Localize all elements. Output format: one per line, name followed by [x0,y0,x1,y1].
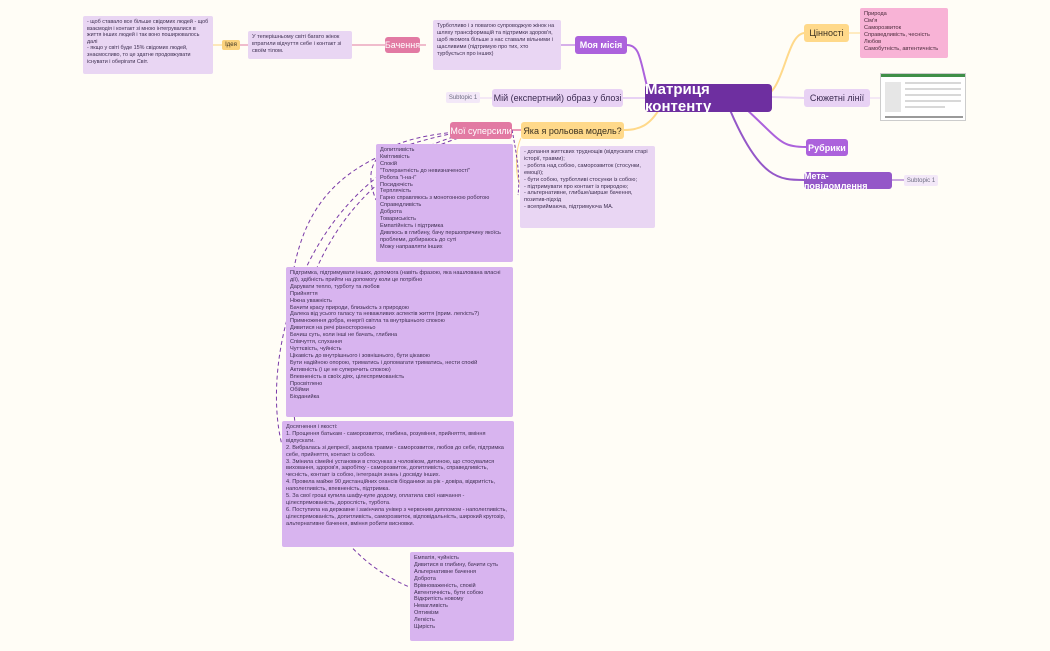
branch-rubrics[interactable]: Рубрики [806,139,848,156]
qualities-note-3[interactable]: Емпатія, чуйність Дивитися в глибину, ба… [410,552,514,641]
idea-note[interactable]: - щоб ставало все більше свідомих людей … [83,16,213,74]
branch-superpowers[interactable]: Мої суперсили [450,122,512,139]
achievements-note[interactable]: Досягнення і якості: 1. Прощення батькам… [282,421,514,547]
story-lines-thumbnail[interactable] [880,73,966,121]
branch-vision[interactable]: Бачення [385,37,420,53]
qualities-note-2[interactable]: Підтримка, підтримувати інших, допомога … [286,267,513,417]
vision-note[interactable]: У теперішньому світі багато жінок втрати… [248,31,352,59]
image-subtopic[interactable]: Subtopic 1 [446,92,480,103]
branch-story-lines[interactable]: Сюжетні лінії [804,89,870,107]
branch-role-model[interactable]: Яка я рольова модель? [521,122,624,139]
central-topic[interactable]: Матриця контенту [645,81,772,115]
role-model-note[interactable]: - долання життєвих труднощів (відпускати… [520,146,655,228]
qualities-note-1[interactable]: Допитливість Кмітливість Спокій "Толеран… [376,144,513,262]
branch-cinnosti[interactable]: Цінності [804,24,849,42]
branch-expert-image[interactable]: Мій (експертний) образ у блозі [492,89,623,107]
idea-label[interactable]: Ідея [222,40,240,50]
branch-meta[interactable]: Мета-повідомлення [804,171,892,191]
mission-note[interactable]: Турботливо і з повагою супроводжую жінок… [433,20,561,70]
branch-mission[interactable]: Моя місія [575,36,627,54]
values-note[interactable]: Природа Сім'я Саморозвиток Справедливіст… [860,8,948,58]
meta-subtopic[interactable]: Subtopic 1 [904,175,938,186]
